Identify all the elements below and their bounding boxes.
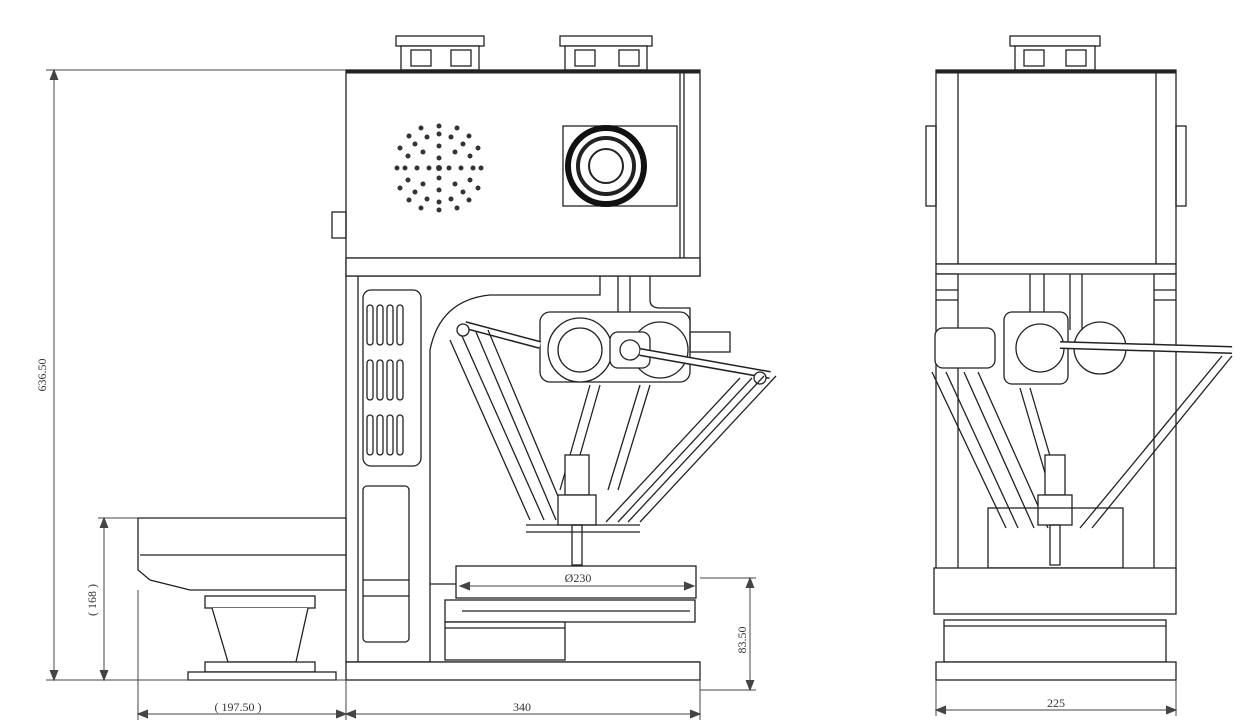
dimension-lines [46, 68, 1178, 720]
stage-height-label: 83.50 [735, 627, 749, 654]
stage-diameter-label: Ø230 [565, 571, 592, 585]
side-view [925, 35, 1233, 681]
tray-width-label: ( 197.50 ) [215, 700, 262, 714]
speaker-grill [394, 123, 484, 213]
top-connector-side [1009, 35, 1101, 71]
dimension-labels: 636.50 ( 168 ) ( 197.50 ) 340 83.50 Ø230… [35, 359, 1065, 715]
top-connector-left [395, 35, 485, 71]
tray-height-label: ( 168 ) [85, 584, 99, 616]
feeding-tray [137, 517, 347, 681]
front-view [137, 35, 777, 681]
overall-height-label: 636.50 [35, 359, 49, 392]
delta-robot [449, 311, 777, 566]
side-width-label: 225 [1047, 696, 1065, 710]
base-column [345, 257, 701, 663]
body-width-label: 340 [513, 700, 531, 714]
cooling-fan [562, 125, 678, 207]
top-connector-right [559, 35, 653, 71]
rotary-stage [345, 565, 701, 681]
